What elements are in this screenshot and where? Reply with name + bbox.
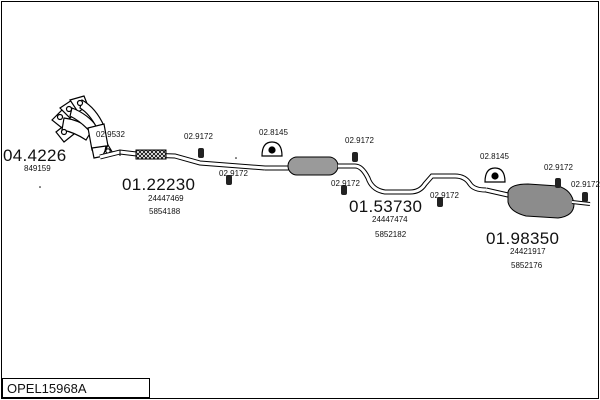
hanger-label: 02.8145: [480, 152, 509, 161]
front-pipe-part: [99, 149, 266, 171]
hanger-icon: [484, 167, 506, 183]
part-ref: 5852182: [375, 230, 407, 239]
clamp-label: 02.9172: [219, 169, 248, 178]
clamp-label: 02.9172: [184, 132, 213, 141]
clamp-label: 02.9172: [331, 179, 360, 188]
part-number: 04.4226: [3, 146, 67, 165]
rear-silencer-part: [485, 183, 591, 219]
part-number: 01.98350: [486, 229, 560, 248]
part-ref: 24447474: [372, 215, 408, 224]
clamp-label: 02.9172: [345, 136, 374, 145]
stray-mark: [235, 157, 237, 159]
diagram-id: OPEL15968A: [7, 381, 87, 396]
manifold-catalyst-part: [51, 95, 109, 159]
part-number: 01.22230: [122, 175, 196, 194]
gasket-label: 02.9532: [96, 130, 125, 139]
part-number: 01.53730: [349, 197, 423, 216]
clamp-icon: [198, 148, 588, 207]
clamp-label: 02.9172: [430, 191, 459, 200]
part-ref: 24421917: [510, 247, 546, 256]
part-ref: 5854188: [149, 207, 181, 216]
part-ref: 5852176: [511, 261, 543, 270]
hanger-icon: [261, 141, 283, 157]
clamp-label: 02.9172: [571, 180, 600, 189]
clamp-label: 02.9172: [544, 163, 573, 172]
diagram-id-box: OPEL15968A: [2, 378, 150, 398]
hanger-label: 02.8145: [259, 128, 288, 137]
part-ref: 24447469: [148, 194, 184, 203]
stray-mark: [39, 186, 41, 188]
centre-silencer-part: [265, 156, 487, 195]
part-ref: 849159: [24, 164, 51, 173]
